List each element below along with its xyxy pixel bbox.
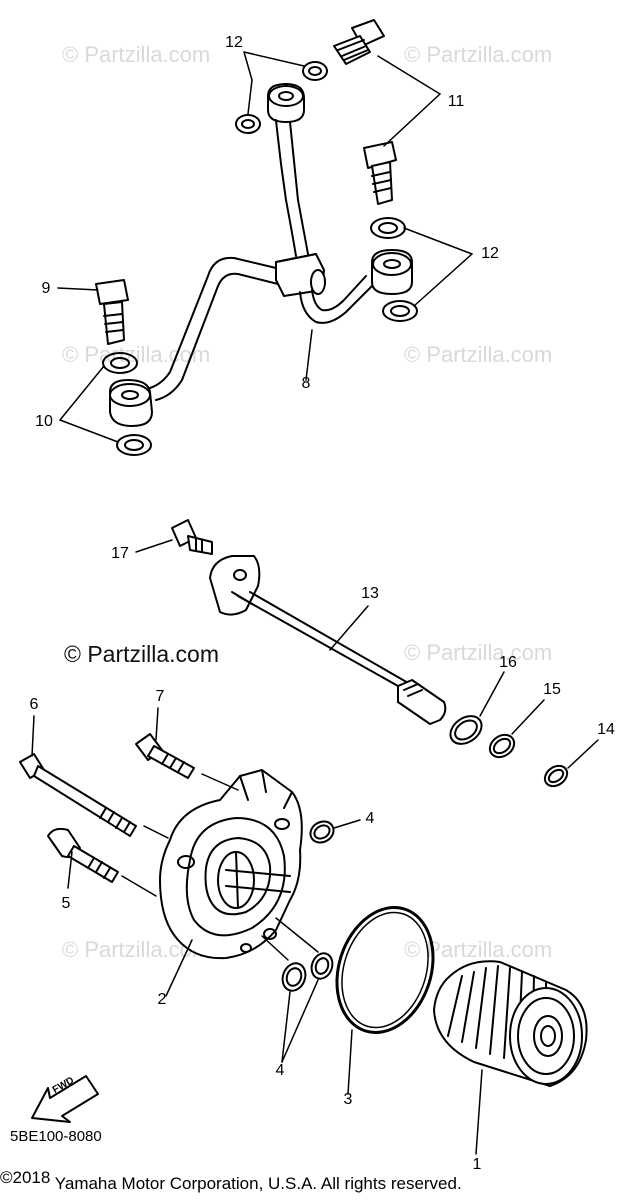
callout-12[interactable]: 12 [481, 245, 499, 262]
o-ring-4 [281, 962, 307, 992]
copyright-year: ©2018 [0, 1168, 51, 1187]
leader-lines [31, 51, 599, 1155]
callout-12[interactable]: 12 [225, 34, 243, 51]
callout-2[interactable]: 2 [157, 991, 167, 1008]
callout-14[interactable]: 14 [597, 721, 615, 738]
bolt-6 [19, 753, 137, 837]
watermark: © Partzilla.com [404, 640, 553, 665]
callout-11[interactable]: 11 [447, 93, 465, 110]
callout-15[interactable]: 15 [543, 681, 561, 698]
watermark: © Partzilla.com [62, 42, 211, 67]
copyright-notice: ©2018 Yamaha Motor Corporation, U.S.A. A… [0, 1168, 462, 1194]
callout-16[interactable]: 16 [499, 654, 517, 671]
o-ring-15 [488, 733, 516, 759]
callout-13[interactable]: 13 [361, 585, 379, 602]
bolt-5 [47, 827, 119, 883]
gasket-12 [382, 300, 418, 322]
bolt-17 [171, 519, 213, 555]
callout-1[interactable]: 1 [472, 1156, 482, 1173]
callout-4[interactable]: 4 [275, 1062, 285, 1079]
watermark: © Partzilla.com [404, 42, 553, 67]
callout-9[interactable]: 9 [41, 280, 51, 297]
callout-10[interactable]: 10 [35, 413, 53, 430]
diagram-code: 5BE100-8080 [10, 1128, 102, 1145]
union-bolt-9 [95, 279, 129, 345]
watermark: © Partzilla.com [404, 342, 553, 367]
watermark-main: © Partzilla.com [64, 641, 219, 667]
callout-5[interactable]: 5 [61, 895, 71, 912]
o-ring-4 [310, 952, 334, 980]
callout-4[interactable]: 4 [365, 810, 375, 827]
callout-3[interactable]: 3 [343, 1091, 353, 1108]
gasket-12 [302, 61, 328, 81]
callout-8[interactable]: 8 [301, 375, 311, 392]
gasket-10 [116, 434, 152, 456]
fwd-arrow [31, 1075, 99, 1123]
o-ring-16 [449, 715, 483, 745]
callout-6[interactable]: 6 [29, 696, 39, 713]
oil-filter-1 [433, 960, 588, 1087]
copyright-text: Yamaha Motor Corporation, U.S.A. All rig… [54, 1174, 462, 1193]
union-bolt-11 [363, 141, 397, 205]
gasket-12 [235, 114, 261, 134]
gasket-10 [102, 352, 138, 374]
callout-7[interactable]: 7 [155, 688, 165, 705]
gasket-12 [370, 217, 406, 239]
o-ring-14 [543, 764, 569, 788]
union-bolt-11 [333, 19, 385, 65]
oil-filter-cover-2 [159, 769, 303, 960]
o-ring-4 [309, 820, 335, 844]
o-ring-3 [335, 905, 435, 1035]
oil-delivery-pipe-8 [109, 83, 413, 427]
bolt-7 [135, 733, 195, 779]
oil-pipe-13 [209, 555, 447, 725]
callout-17[interactable]: 17 [111, 545, 129, 562]
